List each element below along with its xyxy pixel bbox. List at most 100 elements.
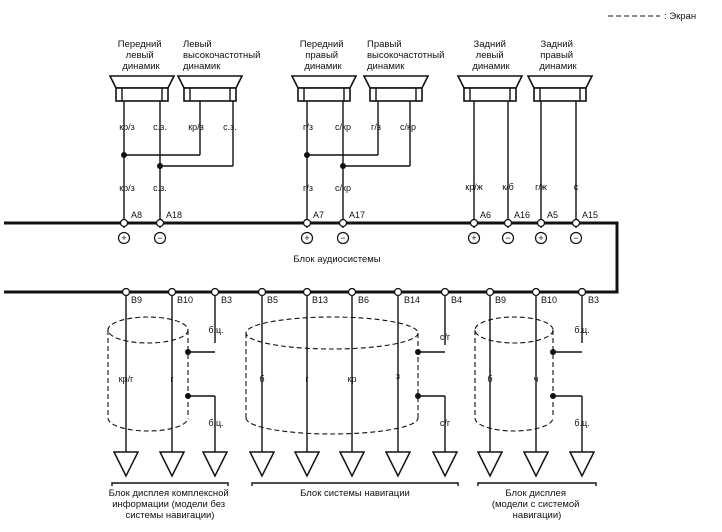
speaker-label-rear-right: Задний правый динамик (539, 39, 577, 72)
connector-pin (531, 287, 541, 297)
connector-pin (571, 218, 581, 228)
connector-pin (536, 218, 546, 228)
minus-icon: − (336, 231, 350, 245)
connector-pin (167, 287, 177, 297)
pin-label: A5 (547, 210, 558, 220)
connector-pin (469, 218, 479, 228)
block-bracket (111, 482, 229, 486)
upper-wiring (121, 101, 577, 228)
pin-label: A8 (131, 210, 142, 220)
speaker-icon-rear-left (456, 75, 524, 102)
speaker-icon-rear-right (526, 75, 594, 102)
wire-label: с.з. (153, 122, 167, 132)
svg-text:−: − (340, 233, 345, 243)
terminal-triangle (293, 451, 321, 478)
wire-label: к/б (502, 182, 514, 192)
legend-label: : Экран (664, 11, 696, 22)
wire-label: б (259, 374, 264, 384)
wire-label: ч (534, 374, 539, 384)
speaker-label-left-tweeter: Левый высокочастотный динамик (183, 39, 263, 72)
connector-pin (155, 218, 165, 228)
pin-label: A18 (166, 210, 182, 220)
svg-text:+: + (121, 233, 126, 243)
wire-label: б.ц. (208, 418, 223, 428)
terminal-triangle (201, 451, 229, 478)
speaker-labels: Передний левый динамик Левый высокочасто… (118, 39, 578, 72)
svg-text:−: − (157, 233, 162, 243)
lower-wiring (125, 296, 583, 452)
speaker-label-front-right: Передний правый динамик (300, 39, 347, 72)
terminals (112, 451, 596, 478)
connector-pin (302, 218, 312, 228)
wire-label: б.ц. (574, 325, 589, 335)
block-label-display-nav: Блок дисплея (модели с системой навигаци… (492, 488, 582, 521)
pin-label: B6 (358, 295, 369, 305)
speaker-symbols (108, 75, 594, 102)
lower-pins: B9 B10 B3 B5 B13 B6 B14 B4 B9 B10 B3 (121, 287, 599, 305)
wire-label: б.ц. (208, 325, 223, 335)
pin-label: B9 (131, 295, 142, 305)
pin-label: B10 (177, 295, 193, 305)
connector-pin (440, 287, 450, 297)
pin-label: B5 (267, 295, 278, 305)
pin-label: B14 (404, 295, 420, 305)
block-bracket (477, 482, 597, 486)
wire-label: б (487, 374, 492, 384)
terminal-triangle (431, 451, 459, 478)
connector-pin (338, 218, 348, 228)
wire-label: г/з (303, 122, 313, 132)
pin-label: B9 (495, 295, 506, 305)
shield-1 (107, 316, 189, 432)
wire-label: с (574, 182, 579, 192)
shields (107, 316, 554, 435)
wire-label: кр/з (119, 122, 135, 132)
legend: : Экран (608, 11, 696, 22)
connector-pin (119, 218, 129, 228)
speaker-label-rear-left: Задний левый динамик (472, 39, 510, 72)
audio-pins: A8 A18 A7 A17 A6 A16 A5 A15 (119, 210, 598, 228)
terminal-triangle (338, 451, 366, 478)
wire-label: с/кр (335, 122, 351, 132)
wire-label: кр/ж (465, 182, 482, 192)
pin-label: A16 (514, 210, 530, 220)
terminal-triangle (248, 451, 276, 478)
wire-label: с/кр (335, 183, 351, 193)
svg-text:−: − (505, 233, 510, 243)
minus-icon: − (569, 231, 583, 245)
connector-pin (210, 287, 220, 297)
upper-wire-labels: кр/з с.з. кр/з с.з. г/з с/кр г/з с/кр кр… (119, 122, 579, 193)
terminal-triangle (158, 451, 186, 478)
polarity-markers: + − + − + − + − (117, 231, 583, 245)
lower-wire-labels: кр/г г б.ц. б.ц. б г кр з с/г с/г б ч б.… (119, 325, 590, 428)
audio-unit-label: Блок аудиосистемы (293, 254, 380, 265)
block-label-navigation: Блок системы навигации (300, 488, 410, 499)
wire-label: г/ж (535, 182, 547, 192)
terminal-triangle (568, 451, 596, 478)
pin-label: A15 (582, 210, 598, 220)
block-labels: Блок дисплея комплексной информации (мод… (109, 482, 597, 521)
speaker-icon-front-left (108, 75, 176, 102)
connector-pin (485, 287, 495, 297)
connector-pin (302, 287, 312, 297)
wire-label: кр/г (119, 374, 134, 384)
connector-pin (393, 287, 403, 297)
pin-label: A17 (349, 210, 365, 220)
connector-pin (577, 287, 587, 297)
connector-pin (503, 218, 513, 228)
wire-label: с.з. (223, 122, 237, 132)
minus-icon: − (501, 231, 515, 245)
svg-text:+: + (471, 233, 476, 243)
speaker-label-front-left: Передний левый динамик (118, 39, 165, 72)
speaker-icon-left-tweeter (176, 75, 244, 102)
pin-label: A6 (480, 210, 491, 220)
speaker-icon-right-tweeter (362, 75, 430, 102)
speaker-icon-front-right (290, 75, 358, 102)
terminal-triangle (384, 451, 412, 478)
svg-text:−: − (573, 233, 578, 243)
connector-pin (347, 287, 357, 297)
wire-label: г/з (371, 122, 381, 132)
wire-label: кр/з (188, 122, 204, 132)
wire-label: г (170, 374, 174, 384)
pin-label: B13 (312, 295, 328, 305)
